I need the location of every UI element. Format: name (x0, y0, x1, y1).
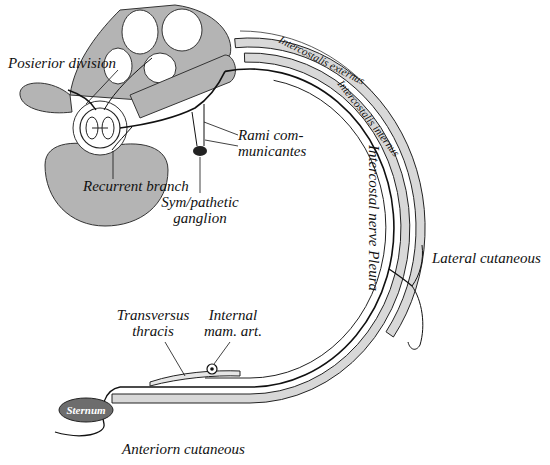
leader-line (200, 157, 201, 193)
anterior-cutaneous-nerve (55, 387, 120, 436)
intercostal-nerve (120, 69, 394, 387)
oval-shape (59, 398, 113, 422)
transverse-process (130, 55, 235, 118)
lateral-cutaneous-branch (412, 245, 423, 286)
sympathetic-ganglion (193, 146, 207, 156)
part-label: Transversus thracis (108, 307, 198, 339)
lateral-cutaneous-branch (408, 286, 423, 349)
leader-line (165, 342, 185, 376)
spinal-nerve (120, 71, 225, 128)
ramus-communicans (192, 112, 197, 146)
spinal-cord (80, 108, 120, 148)
part-label: Anteriorn cutaneous (122, 441, 322, 457)
artery-lumen (210, 367, 214, 371)
leader-line (214, 342, 230, 364)
internal-mammary-artery (207, 364, 217, 374)
transversus-thoracis-muscle (150, 371, 240, 386)
part-label: Rami com- municantes (238, 127, 320, 159)
part-label: Recurrent branch (83, 178, 213, 194)
ramus-communicans (204, 104, 205, 146)
part-label: Sym/pathetic ganglion (150, 194, 250, 226)
leader-line (113, 151, 114, 179)
part-label: Internal mam. art. (198, 307, 268, 339)
posterior-division-nerve (68, 90, 96, 110)
gray-commissure (92, 128, 108, 129)
node-text-box: Sternum (58, 397, 114, 423)
node-label: Sternum (66, 404, 105, 416)
part-label: Lateral cutaneous (432, 250, 550, 266)
sternum-oval: Sternum (58, 397, 114, 423)
leader-line (86, 70, 118, 104)
part-label: Intercostal nerve Pleura (366, 145, 382, 291)
spinal-canal (73, 101, 127, 155)
part-label: Intercostalis externus (277, 33, 367, 87)
leader-line (204, 122, 238, 135)
internal-intercostal-band (112, 53, 410, 403)
lateral-cutaneous-nerve (389, 269, 412, 286)
part-label: Posierior division (8, 55, 148, 71)
transverse-process (20, 83, 72, 113)
leader-line (205, 140, 238, 146)
back-muscle (162, 9, 202, 51)
back-muscle (122, 10, 158, 54)
recurrent-branch-nerve (112, 127, 132, 150)
